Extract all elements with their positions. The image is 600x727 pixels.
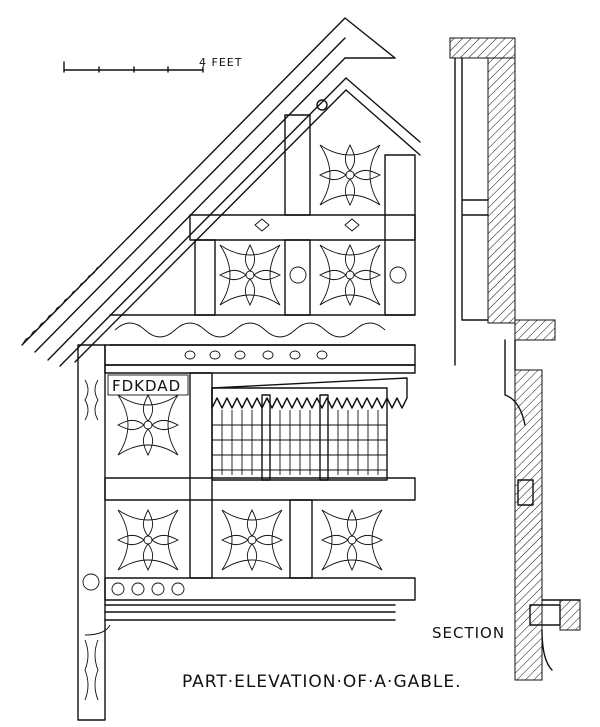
roof-bargeboard — [21, 17, 421, 367]
panel-inscription: FDKDAD — [112, 377, 181, 395]
carved-bosses-upper — [184, 350, 328, 360]
timber-frame — [77, 114, 416, 721]
drawing-title: PART·ELEVATION·OF·A·GABLE. — [182, 672, 462, 692]
section-label: SECTION — [432, 624, 505, 642]
scale-bar: 4 FEET — [63, 56, 242, 73]
wall-section: SECTION — [432, 37, 581, 681]
mullioned-window — [211, 377, 408, 481]
scale-bar-label: 4 FEET — [199, 56, 242, 69]
carved-rosettes — [82, 573, 185, 596]
carved-panels: FDKDAD — [107, 144, 407, 571]
